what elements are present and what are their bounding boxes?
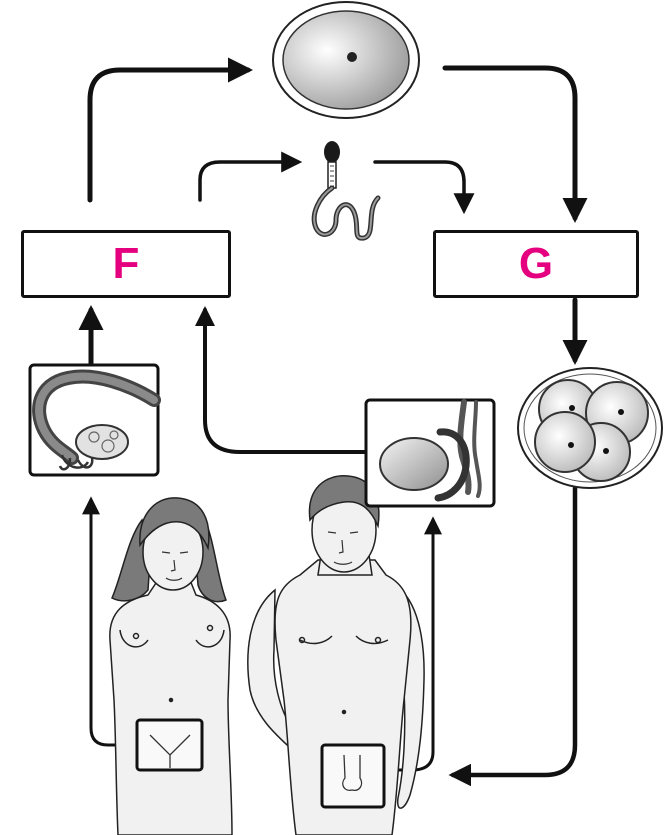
arrow-f-to-sperm: [198, 151, 303, 202]
arrow-sperm-to-g: [373, 160, 475, 215]
ovary-uterine-tube-icon: [32, 369, 161, 471]
stage-box-g: G: [433, 230, 639, 298]
four-cell-embryo-icon: [517, 367, 663, 489]
testis-epididymis-icon: [379, 399, 482, 502]
cycle-arrows: [78, 57, 588, 787]
woman-pelvis-inset: [135, 718, 204, 772]
arrow-embryo-to-woman: [448, 485, 578, 787]
arrow-woman-to-ovary: [82, 496, 139, 747]
female-figure-icon: [109, 497, 233, 835]
arrow-testis-to-f: [195, 306, 368, 454]
testis-inset: [364, 398, 496, 508]
stage-label-f: F: [112, 239, 140, 288]
arrow-egg-to-g: [442, 65, 588, 223]
man-pelvis-inset: [320, 743, 386, 809]
arrow-f-to-egg: [87, 57, 253, 203]
sperm-cell-icon: [311, 141, 381, 241]
egg-cell-icon: [272, 1, 420, 119]
ovary-inset: [28, 363, 161, 477]
stage-box-f: F: [21, 230, 231, 298]
stage-label-g: G: [518, 239, 554, 288]
